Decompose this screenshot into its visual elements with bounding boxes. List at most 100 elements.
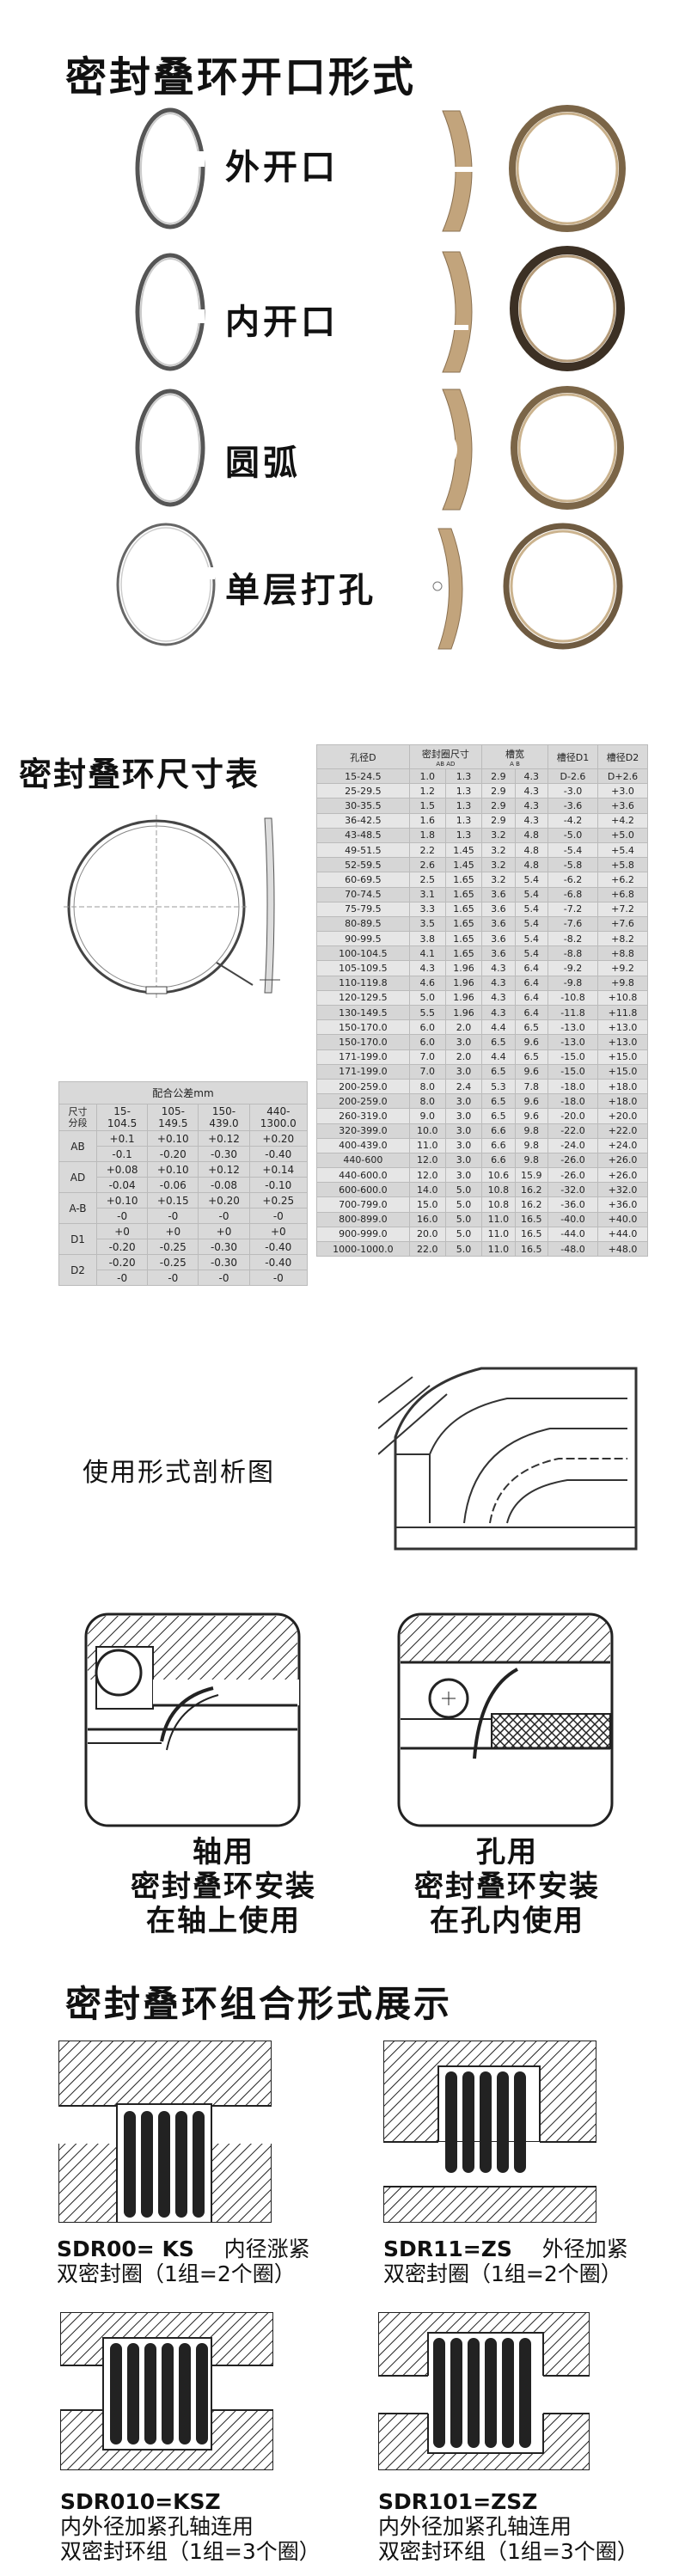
size-table-cell: D-2.6 xyxy=(547,768,598,785)
size-table-cell: -6.8 xyxy=(547,886,598,903)
size-table-cell: 8.0 xyxy=(408,1078,446,1095)
size-table-cell: -24.0 xyxy=(547,1137,598,1153)
size-table-cell: +13.0 xyxy=(596,1034,649,1050)
size-table-cell: 400-439.0 xyxy=(316,1137,410,1153)
size-table-cell: +13.0 xyxy=(596,1019,649,1036)
opening-type-label: 外开口 xyxy=(225,148,339,187)
tolerance-cell: +0.14 xyxy=(248,1161,309,1178)
combo-code: SDR00= KS 内径涨紧 xyxy=(57,2236,310,2261)
size-table-cell: 5.0 xyxy=(444,1182,483,1198)
tolerance-cell: +0.20 xyxy=(248,1130,309,1147)
tolerance-cell: +0.10 xyxy=(95,1192,149,1208)
size-table-cell: +5.8 xyxy=(596,857,649,873)
tolerance-cell: +0.12 xyxy=(198,1161,250,1178)
size-table-cell: 30-35.5 xyxy=(316,798,410,814)
size-table-cell: 6.6 xyxy=(481,1123,516,1139)
tolerance-cell: -0.08 xyxy=(198,1177,250,1193)
combo-zs-text: SDR11=ZS 外径加紧 双密封圈（1组=2个圈） xyxy=(383,2236,658,2286)
size-table-cell: 6.5 xyxy=(514,1049,548,1065)
tolerance-cell: +0 xyxy=(147,1223,199,1239)
tolerance-col-header: 440-1300.0 xyxy=(248,1104,309,1131)
size-table-cell: 1.5 xyxy=(408,798,446,814)
size-table-cell: +4.2 xyxy=(596,812,649,829)
combo-zsz-diagram xyxy=(378,2312,590,2470)
size-table-cell: +6.2 xyxy=(596,872,649,888)
size-table-cell: 320-399.0 xyxy=(316,1123,410,1139)
size-table-cell: 22.0 xyxy=(408,1240,446,1257)
ring-inner-opening-section-image xyxy=(442,251,473,373)
size-table-cell: 3.0 xyxy=(444,1063,483,1080)
size-table-cell: 10.8 xyxy=(481,1196,516,1213)
size-table-cell: 1.3 xyxy=(444,827,483,843)
tolerance-table-row: -0.1-0.20-0.30-0.40 xyxy=(59,1146,309,1162)
size-table-cell: -15.0 xyxy=(547,1063,598,1080)
size-table-cell: +15.0 xyxy=(596,1063,649,1080)
bearing-cross-section-diagram xyxy=(378,1351,662,1557)
size-table-cell: -44.0 xyxy=(547,1226,598,1243)
tolerance-cell: -0.25 xyxy=(147,1239,199,1255)
tolerance-row-label: A-B xyxy=(58,1192,97,1224)
size-table-cell: +18.0 xyxy=(596,1093,649,1110)
tolerance-cell: -0 xyxy=(95,1208,149,1224)
size-table-cell: 6.5 xyxy=(481,1108,516,1124)
size-table-cell: 4.3 xyxy=(514,783,548,799)
tolerance-cell: -0.40 xyxy=(248,1146,309,1162)
size-table-cell: 11.0 xyxy=(408,1137,446,1153)
size-table-cell: 800-899.0 xyxy=(316,1211,410,1227)
size-table-cell: -4.2 xyxy=(547,812,598,829)
size-table-cell: 4.3 xyxy=(481,975,516,991)
combo-code: SDR010=KSZ xyxy=(60,2489,221,2514)
size-table-cell: 3.0 xyxy=(444,1137,483,1153)
combo-desc: 内外径加紧孔轴连用 xyxy=(60,2514,254,2539)
tolerance-row-label: D1 xyxy=(58,1223,97,1255)
size-table-cell: 16.5 xyxy=(514,1226,548,1243)
ring-arc-image xyxy=(135,389,205,507)
size-table-cell: 1.65 xyxy=(444,945,483,962)
size-table-cell: 1.96 xyxy=(444,975,483,991)
size-table-cell: 4.3 xyxy=(514,768,548,785)
size-table-header-cell: 槽径D2 xyxy=(596,744,649,769)
size-table-cell: -7.6 xyxy=(547,915,598,933)
tolerance-cell: -0.20 xyxy=(95,1254,149,1270)
size-table-cell: 12.0 xyxy=(408,1152,446,1169)
tolerance-table-row: D2-0.20-0.25-0.30-0.40 xyxy=(58,1254,309,1286)
combo-desc: 双密封圈（1组=2个圈） xyxy=(57,2261,296,2286)
size-table-cell: 1.6 xyxy=(408,812,446,829)
ring-outer-opening-section-image xyxy=(442,110,475,232)
size-table-cell: 1.96 xyxy=(444,1004,483,1021)
size-table-cell: 75-79.5 xyxy=(316,901,410,917)
size-table-cell: 2.4 xyxy=(444,1078,483,1095)
size-table-cell: 20.0 xyxy=(408,1226,446,1243)
size-table-cell: 6.5 xyxy=(481,1093,516,1110)
size-table-cell: +8.2 xyxy=(596,931,649,947)
size-table-cell: 120-129.5 xyxy=(316,989,410,1007)
size-table-cell: 1000-1000.0 xyxy=(316,1240,410,1257)
size-table-cell: -9.2 xyxy=(547,960,598,976)
size-table-cell: 5.4 xyxy=(514,931,548,947)
tolerance-cell: -0.30 xyxy=(198,1146,250,1162)
size-table-cell: 2.9 xyxy=(481,783,516,799)
combo-ksz-text: SDR010=KSZ 内外径加紧孔轴连用 双密封环组（1组=3个圈） xyxy=(60,2489,352,2564)
tolerance-col-header: 105-149.5 xyxy=(147,1104,199,1131)
ring-arc-photo xyxy=(511,386,624,510)
size-table-cell: +26.0 xyxy=(596,1167,649,1184)
size-table-cell: +5.4 xyxy=(596,841,649,859)
size-table-cell: 700-799.0 xyxy=(316,1196,410,1213)
ring-single-layer-hole-section-image xyxy=(432,528,463,650)
tolerance-row-label: AB xyxy=(58,1130,97,1162)
size-table-cell: 12.0 xyxy=(408,1167,446,1184)
size-table-cell: 1.2 xyxy=(408,783,446,799)
ring-single-layer-hole-photo xyxy=(503,523,623,650)
tolerance-table-row: AD+0.08+0.10+0.12+0.14 xyxy=(58,1161,309,1193)
